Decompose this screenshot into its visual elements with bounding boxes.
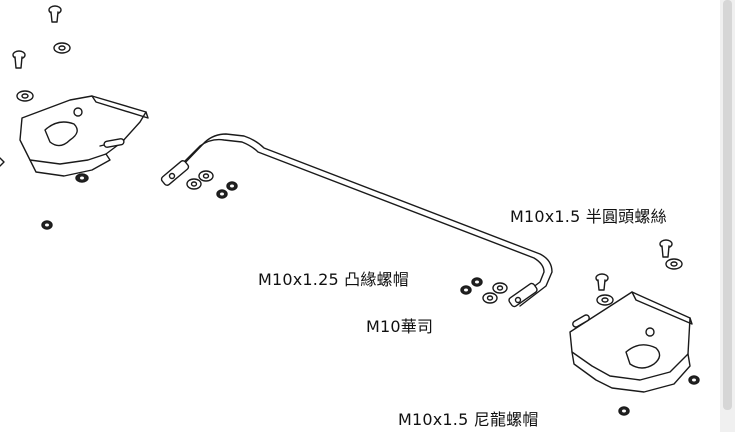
sway-bar [160,133,553,308]
left-bar-nuts [216,181,238,199]
right-bolt [659,239,673,258]
right-bracket-washer [596,294,614,306]
left-bolt [12,50,26,69]
right-washer [665,258,683,270]
right-bar-nuts [460,277,483,295]
left-small-nut [75,173,89,183]
left-washer [16,90,34,102]
left-mounting-bracket [19,95,149,177]
label-nylon-nut: M10x1.5 尼龍螺帽 [398,410,539,429]
right-small-nut [688,375,700,385]
right-loose-nylon-nut [618,406,630,416]
left-edge-part [0,157,5,167]
right-bar-washers [482,282,508,304]
left-washer-top [53,42,71,54]
label-flange-nut: M10x1.25 凸緣螺帽 [258,270,409,289]
right-bracket-bolt [595,273,609,291]
left-loose-nut [41,220,53,230]
right-mounting-bracket [569,291,693,393]
vertical-scrollbar[interactable] [720,0,735,432]
label-round-head-bolt: M10x1.5 半圓頭螺絲 [510,207,667,226]
scrollbar-thumb[interactable] [723,0,732,410]
left-bar-washers [186,170,214,190]
left-bolt-top [48,5,62,23]
label-washer: M10華司 [366,317,434,336]
exploded-diagram [0,5,700,416]
exploded-diagram-svg [0,5,700,416]
